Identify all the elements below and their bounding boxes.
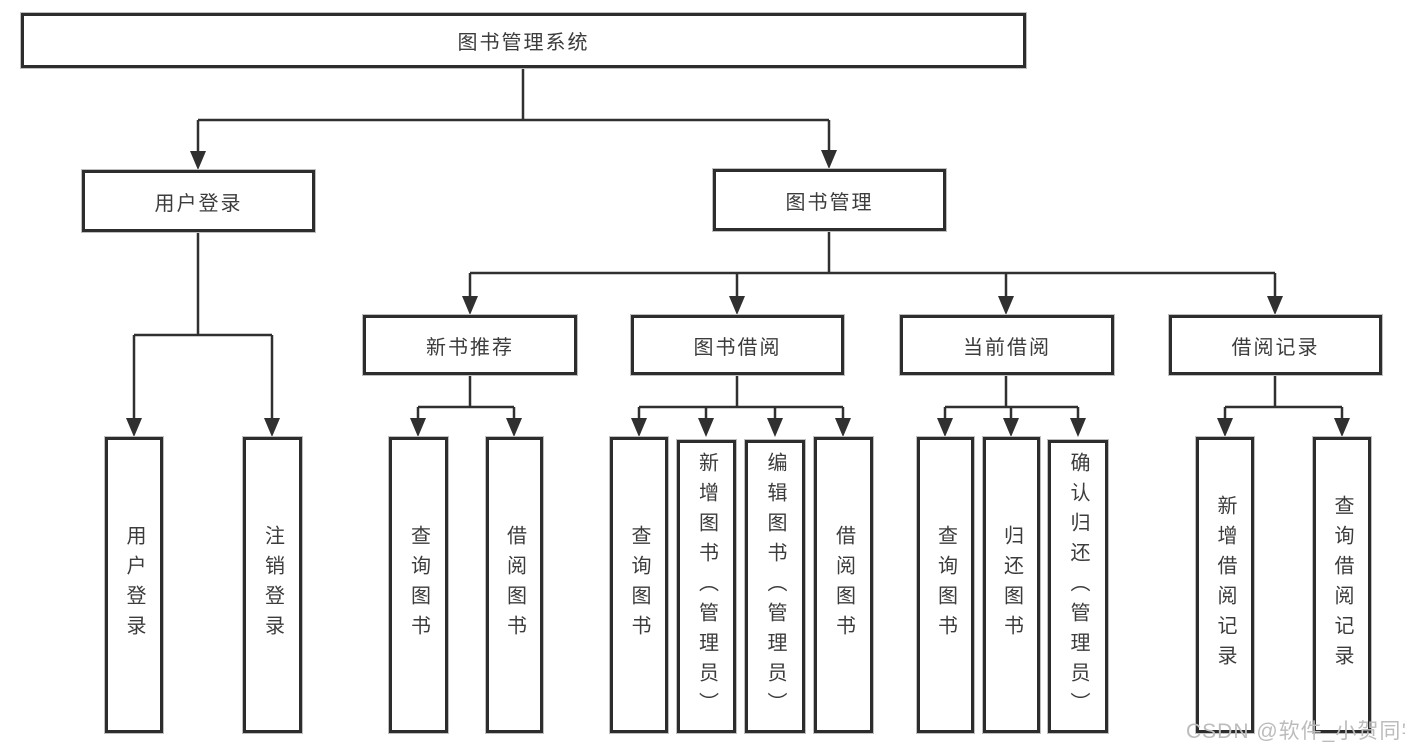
leaf-recommend-borrow-books-label: 借阅图书 <box>503 525 526 645</box>
node-new-book-recommend-label: 新书推荐 <box>426 336 514 359</box>
node-borrowing-records: 借阅记录 <box>1169 315 1382 375</box>
leaf-borrowing-borrow-books: 借阅图书 <box>814 437 873 733</box>
leaf-add-books-admin-label: 新增图书（管理员） <box>695 451 718 722</box>
node-user-login: 用户登录 <box>82 170 315 232</box>
leaf-return-books-label: 归还图书 <box>1000 525 1023 645</box>
leaf-borrowing-query-books-label: 查询图书 <box>628 525 650 645</box>
leaf-confirm-return-admin-label: 确认归还（管理员） <box>1067 451 1089 722</box>
leaf-edit-books-admin: 编辑图书（管理员） <box>745 440 805 733</box>
csdn-watermark: CSDN @软件_小贺同学 <box>1186 720 1405 743</box>
leaf-return-books: 归还图书 <box>983 437 1040 733</box>
leaf-borrowing-borrow-books-label: 借阅图书 <box>832 525 855 645</box>
leaf-user-login-label: 用户登录 <box>123 525 145 645</box>
node-book-borrowing: 图书借阅 <box>631 315 844 375</box>
leaf-add-borrow-record-label: 新增借阅记录 <box>1214 495 1236 675</box>
leaf-query-borrow-record-label: 查询借阅记录 <box>1331 495 1353 675</box>
node-root: 图书管理系统 <box>21 13 1026 68</box>
leaf-recommend-borrow-books: 借阅图书 <box>486 437 543 733</box>
node-current-borrowing: 当前借阅 <box>900 315 1114 375</box>
leaf-borrowing-query-books: 查询图书 <box>610 437 668 733</box>
node-new-book-recommend: 新书推荐 <box>363 315 577 375</box>
leaf-edit-books-admin-label: 编辑图书（管理员） <box>764 451 786 722</box>
leaf-user-login: 用户登录 <box>105 437 163 733</box>
node-borrowing-records-label: 借阅记录 <box>1231 336 1320 359</box>
node-root-label: 图书管理系统 <box>457 32 590 54</box>
leaf-recommend-query-books: 查询图书 <box>389 437 448 733</box>
leaf-add-books-admin: 新增图书（管理员） <box>677 440 736 733</box>
node-current-borrowing-label: 当前借阅 <box>963 336 1051 359</box>
node-book-management: 图书管理 <box>713 169 946 231</box>
node-book-borrowing-label: 图书借阅 <box>693 336 782 359</box>
node-book-management-label: 图书管理 <box>785 191 874 214</box>
leaf-add-borrow-record: 新增借阅记录 <box>1196 437 1254 733</box>
leaf-confirm-return-admin: 确认归还（管理员） <box>1048 440 1108 733</box>
node-user-login-label: 用户登录 <box>154 192 243 215</box>
leaf-recommend-query-books-label: 查询图书 <box>407 525 430 645</box>
leaf-current-query-books: 查询图书 <box>917 437 974 733</box>
leaf-query-borrow-record: 查询借阅记录 <box>1313 437 1371 733</box>
leaf-current-query-books-label: 查询图书 <box>934 525 957 645</box>
arrowheads <box>126 150 1350 437</box>
leaf-logout: 注销登录 <box>243 437 302 733</box>
leaf-logout-label: 注销登录 <box>261 525 284 645</box>
